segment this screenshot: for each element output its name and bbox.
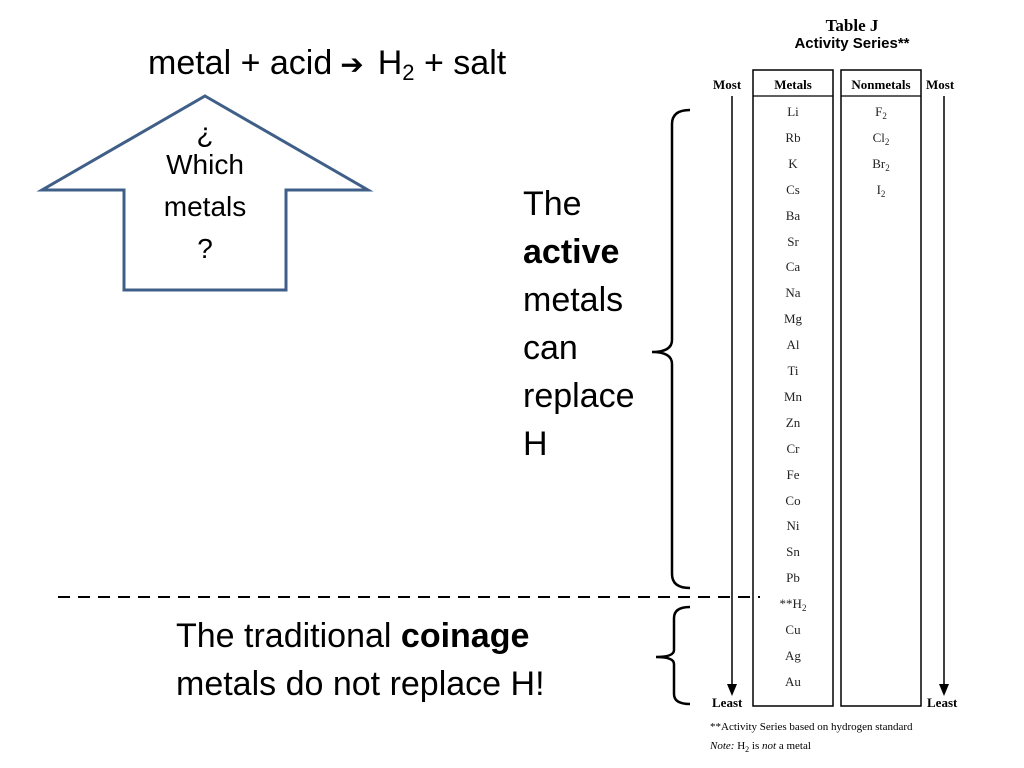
active-metals-brace (651, 108, 691, 590)
least-label-right: Least (927, 695, 958, 710)
footnote-h: H (734, 740, 746, 752)
inverted-question-mark: ¿ (196, 117, 214, 148)
coinage-line-2: metals do not replace H! (176, 665, 545, 703)
metal-cell: Zn (785, 414, 801, 430)
question-mark: ? (197, 233, 213, 264)
left-activity-arrowhead-icon (727, 684, 737, 696)
metal-cell: Cr (786, 440, 800, 456)
metal-cell: Sn (786, 544, 800, 560)
metal-cell: Ti (787, 363, 799, 378)
footnote-hydrogen-standard: **Activity Series based on hydrogen stan… (710, 721, 913, 733)
footnote-not: not (762, 740, 777, 752)
equation-h-subscript: 2 (402, 60, 415, 85)
table-subtitle: Activity Series** (794, 35, 910, 52)
footnote-h2-not-metal: Note: H2 is not a metal (710, 740, 811, 754)
metal-cell: Mg (783, 311, 803, 327)
metal-cell: **H2 (779, 596, 807, 614)
metal-cell: Au (785, 673, 801, 689)
metal-cell: Pb (786, 570, 800, 586)
footnote-note-label: Note: (710, 740, 735, 752)
nonmetal-cell: F2 (875, 104, 887, 121)
active-line-3: metals (523, 281, 624, 319)
which-label: Which (166, 149, 244, 180)
coinage-metals-brace (655, 605, 691, 706)
metal-cell: Cu (785, 622, 801, 637)
metals-label: metals (163, 191, 247, 222)
metal-cell: Sr (787, 233, 799, 249)
reaction-equation: metal + acid➔ H2 + salt (148, 44, 506, 86)
equation-h: H (377, 44, 403, 82)
active-line-4: can (523, 329, 578, 367)
metal-cell: Fe (786, 466, 800, 482)
most-label-left: Most (713, 77, 742, 92)
metal-cell: Ba (785, 207, 801, 223)
right-activity-arrowhead-icon (939, 684, 949, 696)
metal-cell: Li (787, 104, 799, 119)
metal-cell: Al (786, 337, 800, 353)
metal-cell: Cs (786, 181, 800, 197)
metals-column-header: Metals (774, 77, 812, 92)
metal-cell: Co (785, 492, 801, 508)
reaction-arrow-icon: ➔ (340, 49, 364, 80)
coinage-text-part1: The traditional (176, 617, 401, 655)
table-title-block: Table J Activity Series** (752, 16, 952, 53)
active-line-1: The (523, 185, 582, 223)
metal-cell: Rb (785, 129, 801, 145)
metal-cell: Ca (785, 259, 801, 275)
metal-cell: Mn (783, 388, 803, 404)
nonmetal-cell: I2 (876, 181, 886, 199)
nonmetals-column-box (840, 69, 922, 707)
most-label-right: Most (926, 77, 955, 92)
metal-cell: Na (785, 285, 801, 301)
nonmetals-column-header: Nonmetals (851, 77, 911, 92)
coinage-bold-word: coinage (400, 617, 530, 655)
active-line-2: active (523, 233, 620, 271)
equation-left: metal + acid (148, 44, 333, 82)
metal-cell: Ag (785, 647, 801, 663)
metal-cell: K (788, 155, 798, 171)
footnote-is: is (749, 740, 762, 752)
which-metals-question: ¿ Which metals ? (124, 112, 286, 270)
least-label-left: Least (712, 695, 743, 710)
up-arrow-callout-shape (36, 94, 374, 292)
metal-cell: Ni (786, 518, 800, 534)
coinage-metals-note: The traditional coinage metals do not re… (176, 612, 545, 708)
nonmetal-cell: Br2 (872, 155, 890, 173)
active-line-5: replace (523, 377, 635, 415)
nonmetal-cell: Cl2 (872, 129, 890, 147)
footnote-a-metal: a metal (776, 740, 811, 752)
active-metals-note: The active metals can replace H (523, 180, 635, 468)
table-title: Table J (825, 16, 879, 35)
equation-right: + salt (414, 44, 507, 82)
active-line-6: H (523, 425, 548, 463)
footnote-h-subscript: 2 (745, 745, 750, 754)
metals-column-box (752, 69, 834, 707)
coinage-line-1: The traditional coinage (176, 612, 545, 660)
